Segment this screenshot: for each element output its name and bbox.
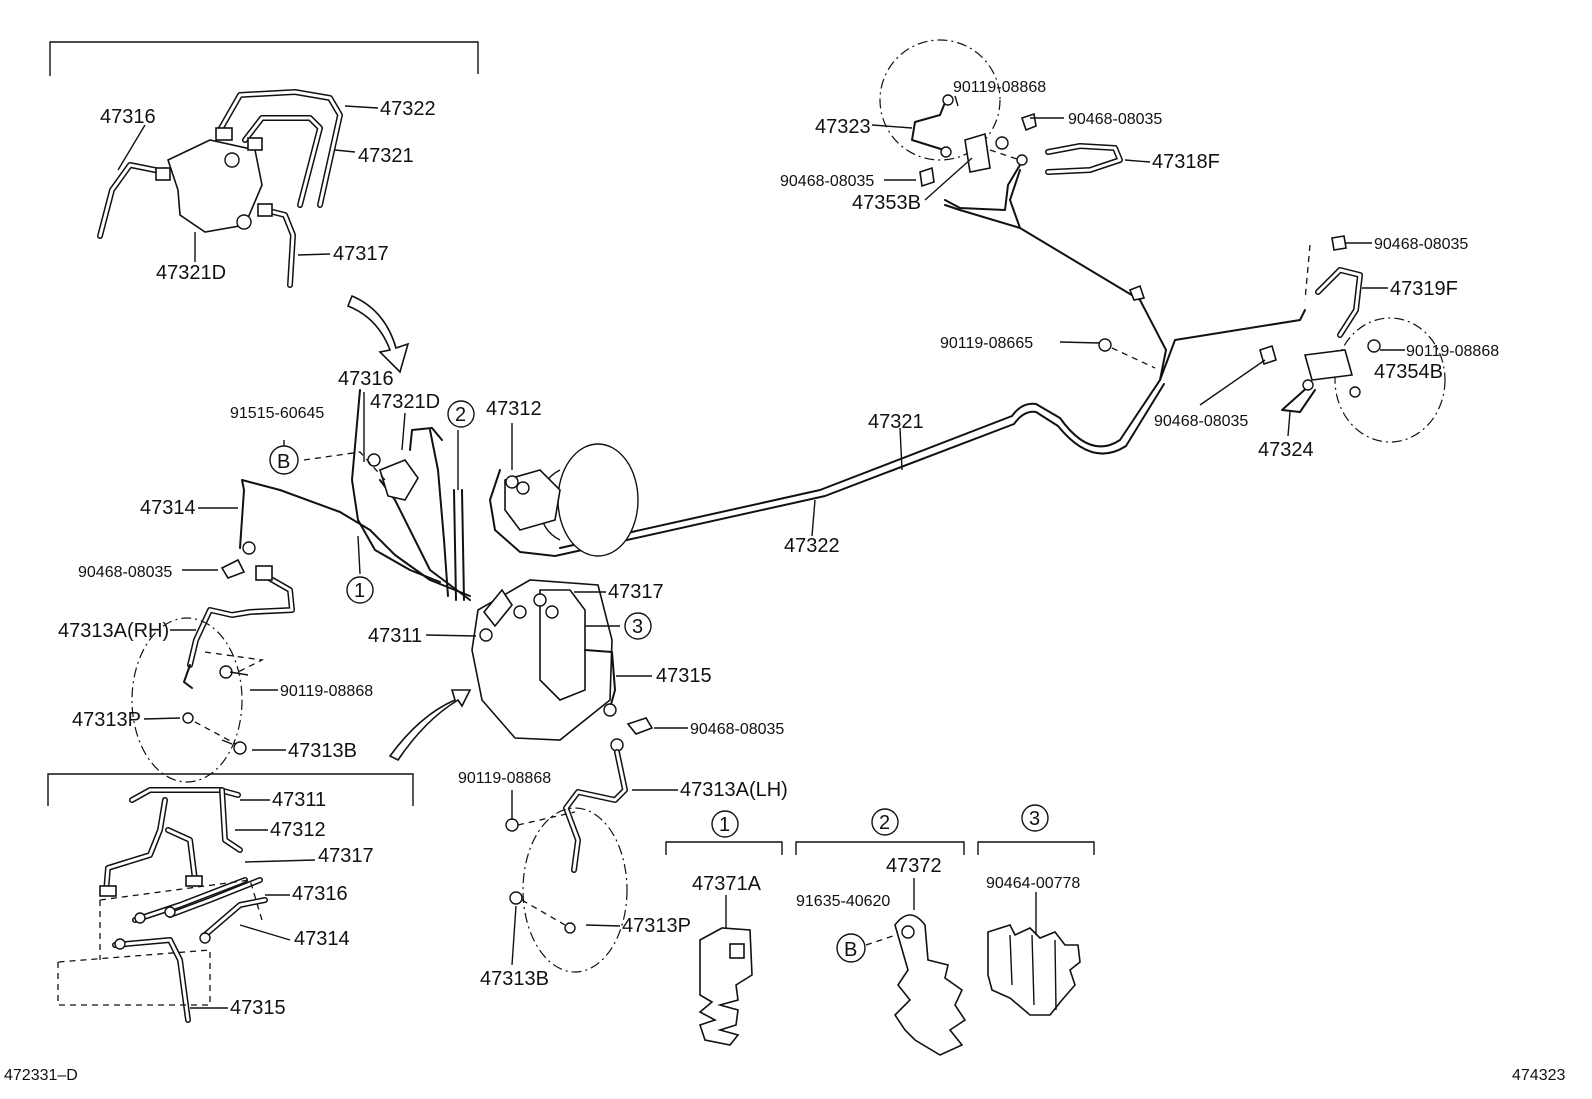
view-arrow-top (346, 294, 410, 374)
label-90119-e: 90119-08868 (1406, 343, 1499, 360)
label-90468-c: 90468-08035 (1068, 111, 1162, 128)
marker-2-main (447, 400, 475, 428)
label-47318F: 47318F (1152, 151, 1220, 173)
label-47311-inset: 47311 (272, 789, 326, 811)
label-47322-inset: 47322 (380, 98, 436, 120)
clamp-47372 (893, 914, 967, 1056)
label-90468-d: 90468-08035 (780, 173, 874, 190)
lh-wheel-outline (522, 807, 628, 973)
view-arrow-lower (388, 689, 472, 762)
label-47315-inset: 47315 (230, 997, 286, 1019)
rear-assembly: 90119-08868 47323 90468-08035 47318F 904… (780, 39, 1499, 461)
label-b-key: B (844, 939, 857, 961)
label-47321-main: 47321 (868, 411, 924, 433)
label-90468-f: 90468-08035 (1154, 413, 1248, 430)
label-47316-main: 47316 (338, 368, 394, 390)
label-47313A-LH: 47313A(LH) (680, 779, 788, 801)
bottom-inset: 47311 47312 47317 47316 47314 47315 (47, 773, 414, 1023)
key-label-2: 2 (879, 812, 890, 834)
label-90468-e: 90468-08035 (1374, 236, 1468, 253)
label-47353B: 47353B (852, 192, 921, 214)
diagram-code-left: 472331–D (4, 1067, 78, 1084)
label-47354B: 47354B (1374, 361, 1443, 383)
label-b-main: B (277, 451, 290, 473)
label-90119-d: 90119-08665 (940, 335, 1033, 352)
diagram-code-right: 474323 (1512, 1067, 1565, 1084)
key-marker-3 (1021, 804, 1049, 832)
brake-booster (557, 443, 639, 557)
clamp-key: 1 2 3 47371A B 47372 91635-40620 90464-0… (665, 804, 1095, 1056)
label-47371A: 47371A (692, 873, 762, 895)
label-47321-inset: 47321 (358, 145, 414, 167)
label-47323: 47323 (815, 116, 871, 138)
label-47317-main: 47317 (608, 581, 664, 603)
rh-wheel-outline (131, 617, 243, 783)
marker-b-key (836, 933, 866, 963)
label-47317-inset: 47317 (318, 845, 374, 867)
key-marker-1 (711, 810, 739, 838)
label-47312-main: 47312 (486, 398, 542, 420)
label-47314-main: 47314 (140, 497, 196, 519)
label-47316-inset-b: 47316 (292, 883, 348, 905)
label-90464-00778: 90464-00778 (986, 875, 1080, 892)
proportioning-valve-main (379, 459, 419, 501)
label-47322-main: 47322 (784, 535, 840, 557)
key-label-1: 1 (719, 814, 730, 836)
label-47319F: 47319F (1390, 278, 1458, 300)
label-47324: 47324 (1258, 439, 1314, 461)
rear-right-outline (1334, 317, 1446, 443)
rear-bracket-right (1303, 349, 1354, 381)
marker-1-main (346, 576, 374, 604)
inset-bracket-bottom (47, 773, 414, 806)
label-90119-a: 90119-08868 (280, 683, 373, 700)
label-90468-b: 90468-08035 (690, 721, 784, 738)
label-1-main: 1 (354, 580, 365, 602)
label-47312-inset: 47312 (270, 819, 326, 841)
label-47321D-main: 47321D (370, 391, 440, 413)
key-marker-2 (871, 808, 899, 836)
marker-3-main (624, 612, 652, 640)
main-assembly: B 1 2 3 47316 47321D 91515-60645 47314 9… (58, 169, 1306, 990)
label-47321D-inset: 47321D (156, 262, 226, 284)
rear-left-outline (879, 39, 1001, 161)
label-90468-a: 90468-08035 (78, 564, 172, 581)
label-47311-main: 47311 (368, 625, 422, 647)
marker-b-main (269, 445, 299, 475)
label-91635-40620: 91635-40620 (796, 893, 890, 910)
label-47315-main: 47315 (656, 665, 712, 687)
label-47313P-right: 47313P (622, 915, 691, 937)
label-91515-60645: 91515-60645 (230, 405, 324, 422)
label-47313B-left: 47313B (288, 740, 357, 762)
label-47372: 47372 (886, 855, 942, 877)
label-2-main: 2 (455, 404, 466, 426)
label-3-main: 3 (632, 616, 643, 638)
label-47313A-RH: 47313A(RH) (58, 620, 169, 642)
label-47316-inset: 47316 (100, 106, 156, 128)
label-47313B-right: 47313B (480, 968, 549, 990)
label-47314-inset: 47314 (294, 928, 350, 950)
label-47317-inset: 47317 (333, 243, 389, 265)
label-47313P-left: 47313P (72, 709, 141, 731)
top-inset: 47316 47322 47321 47321D 47317 (49, 41, 479, 374)
label-90119-c: 90119-08868 (953, 79, 1046, 96)
label-90119-b: 90119-08868 (458, 770, 551, 787)
inset-bracket-top (49, 41, 479, 76)
key-label-3: 3 (1029, 808, 1040, 830)
rear-bracket-left (964, 132, 991, 173)
